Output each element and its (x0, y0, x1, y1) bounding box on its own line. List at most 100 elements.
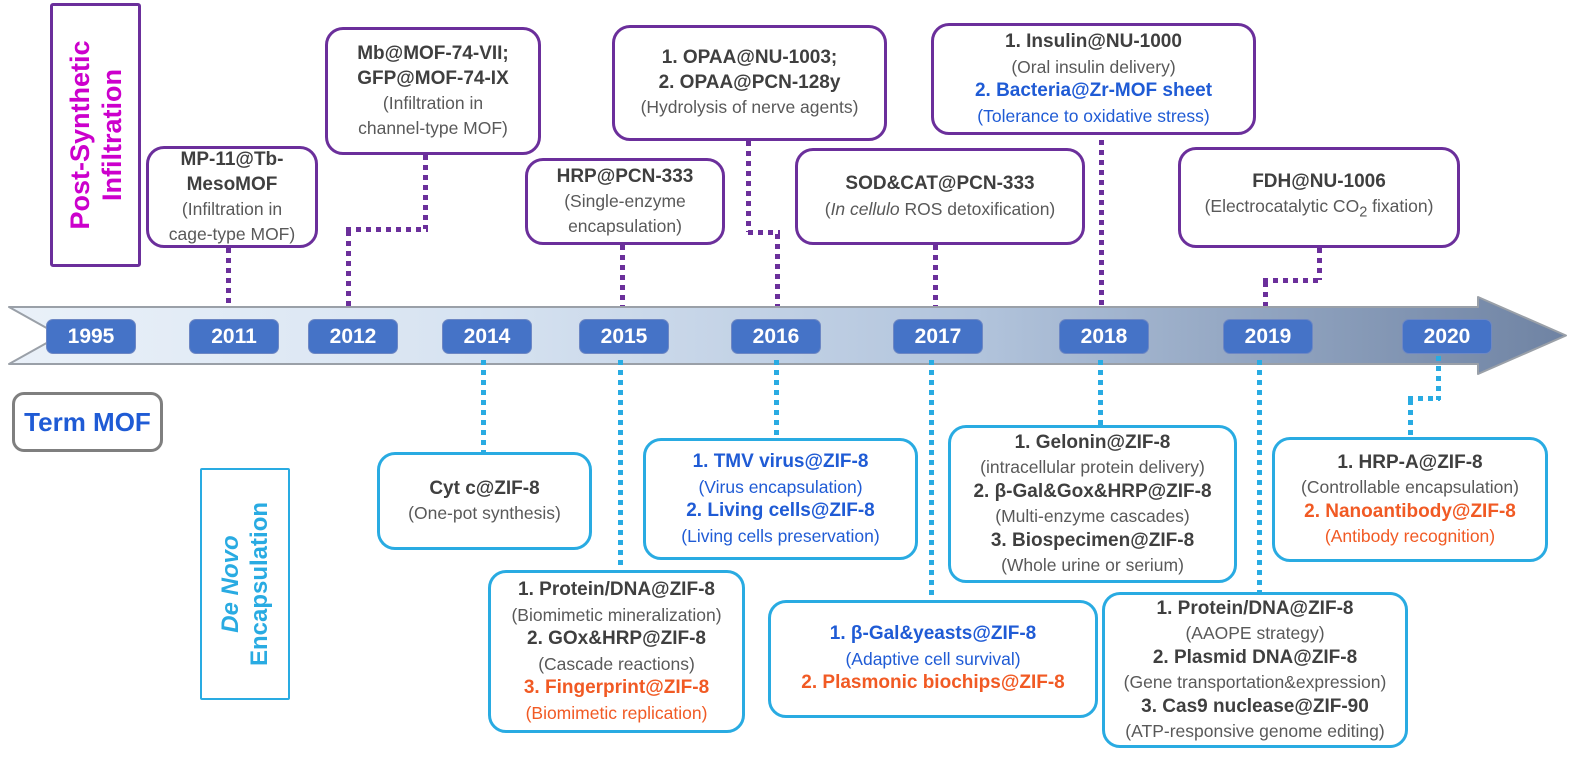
box-line: 3. Biospecimen@ZIF-8 (990, 529, 1195, 551)
year-badge-2020: 2020 (1402, 319, 1492, 354)
box-line: (AAOPE strategy) (1185, 623, 1325, 643)
term-mof-legend: Term MOF (12, 392, 163, 452)
box-line: (Cascade reactions) (538, 653, 695, 674)
box-line: 1. Gelonin@ZIF-8 (1014, 431, 1171, 453)
box-line: HRP@PCN-333 (556, 165, 694, 187)
connector-2018-bottom (1098, 360, 1103, 425)
event-box-insulin-bacteria: 1. Insulin@NU-1000 (Oral insulin delivery… (931, 23, 1256, 135)
connector-2012-seg3 (346, 231, 351, 306)
box-line: (Biomimetic replication) (525, 702, 708, 723)
event-box-mb-gfp-mof74: Mb@MOF-74-VII; GFP@MOF-74-IX (Infiltration… (325, 27, 541, 155)
category-label-post-synthetic: Post-Synthetic Infiltration (64, 40, 127, 230)
box-line: 1. β-Gal&yeasts@ZIF-8 (829, 623, 1037, 645)
connector-2015-top (620, 245, 625, 306)
box-line: (Tolerance to oxidative stress) (977, 105, 1210, 126)
event-box-protein-dna-2015: 1. Protein/DNA@ZIF-8 (Biomimetic minerali… (488, 570, 745, 733)
box-line: (One-pot synthesis) (408, 503, 561, 523)
event-box-sod-cat-pcn333: SOD&CAT@PCN-333(In cellulo ROS detoxific… (795, 148, 1085, 245)
term-mof-label: Term MOF (24, 406, 151, 437)
connector-2020-seg3 (1408, 400, 1413, 437)
box-line: (Living cells preservation) (681, 525, 880, 546)
box-line: (Controllable encapsulation) (1301, 477, 1519, 497)
connector-2017-bottom (929, 360, 934, 600)
box-line: 1. Insulin@NU-1000 (1005, 31, 1182, 52)
category-de-novo-encapsulation: De Novo Encapsulation (200, 468, 290, 700)
box-line: (ATP-responsive genome editing) (1125, 721, 1385, 741)
box-line: (In cellulo ROS detoxification) (824, 198, 1056, 219)
box-line: (Electrocatalytic CO2 fixation) (1204, 196, 1434, 221)
connector-2014-bottom (481, 360, 486, 452)
box-line: 2. GOx&HRP@ZIF-8 (527, 628, 706, 649)
year-badge-2014: 2014 (442, 319, 532, 354)
year-badge-2016: 2016 (731, 319, 821, 354)
year-badge-1995: 1995 (46, 319, 136, 354)
box-line: 1. HRP-A@ZIF-8 (1337, 451, 1483, 473)
connector-2017-top (933, 245, 938, 306)
year-badge-2019: 2019 (1223, 319, 1313, 354)
box-line: encapsulation) (568, 215, 682, 236)
box-line: (Biomimetic mineralization) (511, 604, 722, 625)
connector-2012-seg2 (346, 227, 428, 232)
connector-2018-top (1099, 130, 1104, 306)
box-line: 2. Living cells@ZIF-8 (686, 500, 875, 521)
event-box-hrp-pcn333: HRP@PCN-333 (Single-enzyme encapsulation) (525, 158, 725, 245)
event-box-cytc-zif8: Cyt c@ZIF-8 (One-pot synthesis) (377, 452, 592, 550)
box-line: 2. β-Gal&Gox&HRP@ZIF-8 (973, 480, 1212, 502)
box-line: 1. Protein/DNA@ZIF-8 (1156, 597, 1354, 619)
event-box-gelonin: 1. Gelonin@ZIF-8(intracellular protein d… (948, 425, 1237, 583)
year-badge-2018: 2018 (1059, 319, 1149, 354)
year-badge-2017: 2017 (893, 319, 983, 354)
box-line: 3. Cas9 nuclease@ZIF-90 (1141, 695, 1369, 717)
box-line: (Adaptive cell survival) (845, 648, 1021, 669)
connector-2016-top-seg2 (748, 230, 780, 235)
box-line: (Gene transportation&expression) (1123, 672, 1387, 692)
year-badge-2011: 2011 (189, 319, 279, 354)
connector-2012-seg1 (423, 155, 428, 229)
box-line: MP-11@Tb- (180, 149, 284, 170)
box-line: (Infiltration in (382, 93, 484, 113)
box-line: 1. Protein/DNA@ZIF-8 (518, 579, 715, 600)
event-box-protein-dna-2019: 1. Protein/DNA@ZIF-8 (AAOPE strategy) 2. P… (1102, 592, 1408, 748)
box-line: (Single-enzyme (564, 191, 686, 212)
box-line: 2. Nanoantibody@ZIF-8 (1304, 500, 1516, 522)
box-line: (Antibody recognition) (1324, 526, 1496, 546)
event-box-mp11-tb-mesomof: MP-11@Tb- MesoMOF (Infiltration in cage-typ… (146, 146, 318, 248)
box-line: (Multi-enzyme cascades) (995, 506, 1190, 526)
box-line: 2. Bacteria@Zr-MOF sheet (974, 80, 1213, 101)
box-line: 3. Fingerprint@ZIF-8 (523, 677, 710, 698)
box-line: GFP@MOF-74-IX (357, 67, 509, 89)
box-line: 1. TMV virus@ZIF-8 (692, 451, 869, 472)
year-badge-2015: 2015 (579, 319, 669, 354)
box-line: (Infiltration in (181, 199, 283, 219)
box-line: 2. Plasmid DNA@ZIF-8 (1152, 646, 1358, 668)
box-line: Mb@MOF-74-VII; (357, 43, 509, 64)
box-line: (Oral insulin delivery) (1011, 56, 1176, 77)
connector-2016-top-seg1 (746, 141, 751, 232)
connector-2020-seg1 (1436, 356, 1441, 400)
connector-2019-bottom (1257, 360, 1262, 592)
box-line: FDH@NU-1006 (1252, 170, 1386, 192)
box-line: 2. Plasmonic biochips@ZIF-8 (801, 672, 1065, 694)
connector-2019-top-seg1 (1317, 248, 1322, 280)
connector-2016-top-seg3 (775, 234, 780, 306)
box-line: MesoMOF (186, 173, 278, 195)
box-line: (Whole urine or serium) (1001, 555, 1184, 575)
connector-2011 (226, 248, 231, 306)
box-line: cage-type MOF) (168, 223, 296, 244)
event-box-fdh-nu1006: FDH@NU-1006 (Electrocatalytic CO2 fixatio… (1178, 147, 1460, 248)
box-line: Cyt c@ZIF-8 (429, 477, 540, 499)
event-box-bgal-yeasts: 1. β-Gal&yeasts@ZIF-8 (Adaptive cell surv… (768, 600, 1098, 718)
event-box-tmv-living-cells: 1. TMV virus@ZIF-8(Virus encapsulation)2… (643, 438, 918, 560)
connector-2020-seg2 (1408, 396, 1440, 401)
box-line: 1. OPAA@NU-1003; (661, 47, 838, 69)
event-box-opaa: 1. OPAA@NU-1003;2. OPAA@PCN-128y(Hydroly… (612, 25, 887, 141)
connector-2015-bottom (618, 360, 623, 570)
box-line: (Hydrolysis of nerve agents) (640, 97, 859, 118)
year-badge-2012: 2012 (308, 319, 398, 354)
connector-2016-bottom (774, 360, 779, 438)
connector-2019-top-seg3 (1263, 282, 1268, 306)
connector-2019-top-seg2 (1263, 278, 1320, 283)
category-label-de-novo: De Novo Encapsulation (217, 501, 273, 667)
category-post-synthetic-infiltration: Post-Synthetic Infiltration (50, 3, 141, 267)
